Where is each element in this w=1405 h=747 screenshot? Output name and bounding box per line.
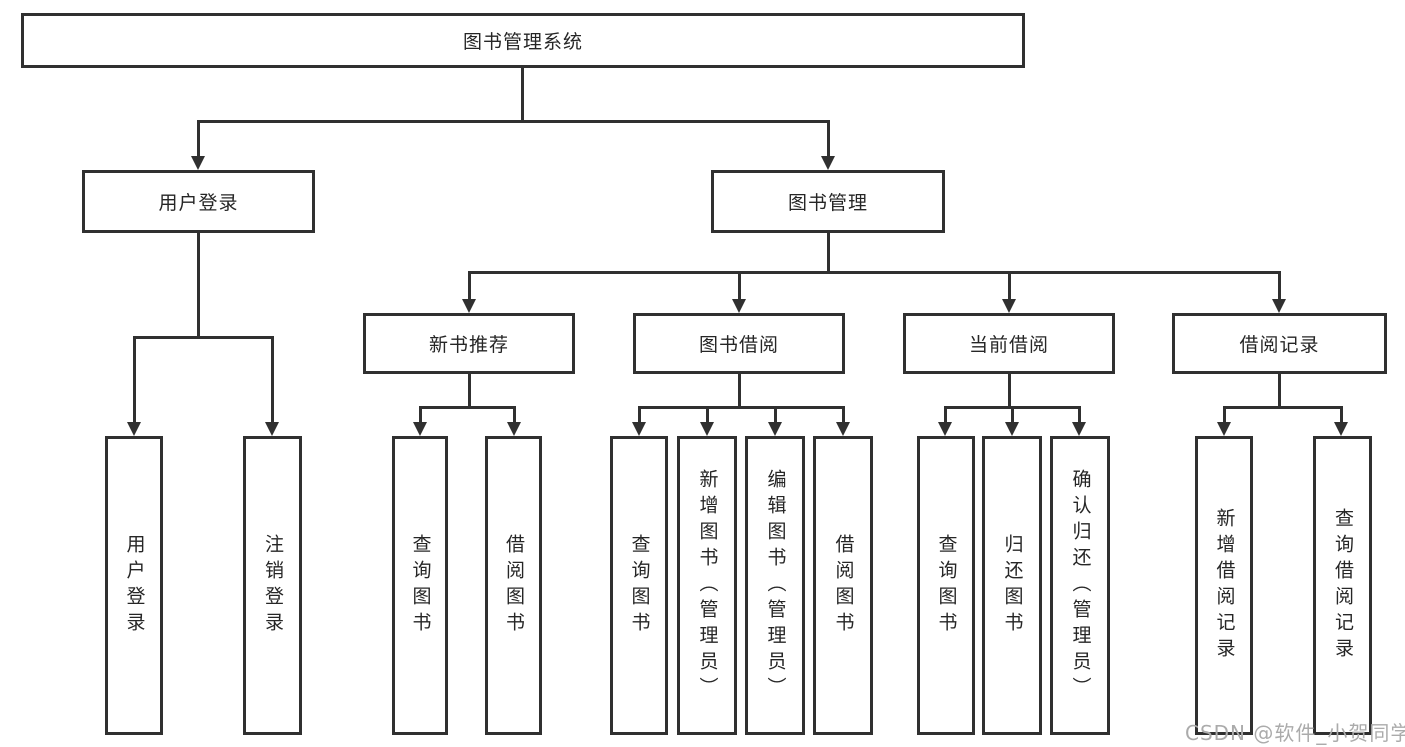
- connector-drop-cb-confirm: [1078, 406, 1081, 422]
- connector-user-login-bus: [133, 336, 273, 339]
- arrowhead-leaf-logout: [265, 422, 279, 436]
- connector-drop-nb-query: [419, 406, 422, 422]
- node-label: 用户登录: [158, 192, 239, 214]
- leaf-bb-add-books-admin: 新增图书（管理员）: [677, 436, 737, 735]
- leaf-br-add-record: 新增借阅记录: [1195, 436, 1253, 735]
- leaf-bb-borrow-books: 借阅图书: [813, 436, 873, 735]
- connector-drop-cb-query: [944, 406, 947, 422]
- connector-book-borrow-bus: [638, 406, 845, 409]
- node-borrow-records: 借阅记录: [1172, 313, 1387, 374]
- leaf-label: 新增借阅记录: [1213, 507, 1236, 664]
- node-book-management: 图书管理: [711, 170, 945, 233]
- leaf-label: 查询借阅记录: [1331, 507, 1354, 664]
- leaf-label: 查询图书: [628, 533, 651, 638]
- arrowhead-borrow-record: [1272, 299, 1286, 313]
- leaf-label: 借阅图书: [832, 533, 855, 638]
- arrowhead-new-book: [462, 299, 476, 313]
- arrowhead-bb-query: [632, 422, 646, 436]
- connector-drop-br-query: [1340, 406, 1343, 422]
- arrowhead-br-query: [1334, 422, 1348, 436]
- leaf-logout: 注销登录: [243, 436, 302, 735]
- connector-drop-borrow-record: [1278, 271, 1281, 299]
- connector-drop-bb-query: [638, 406, 641, 422]
- node-label: 新书推荐: [428, 334, 509, 356]
- leaf-cb-query-books: 查询图书: [917, 436, 975, 735]
- node-label: 图书借阅: [698, 334, 779, 356]
- leaf-nb-borrow-books: 借阅图书: [485, 436, 542, 735]
- node-label: 图书管理: [787, 192, 868, 214]
- leaf-label: 注销登录: [261, 533, 284, 638]
- leaf-label: 用户登录: [123, 533, 146, 638]
- leaf-br-query-record: 查询借阅记录: [1313, 436, 1372, 735]
- connector-drop-book-borrow: [738, 271, 741, 299]
- connector-drop-cb-return: [1011, 406, 1014, 422]
- node-label: 当前借阅: [968, 334, 1049, 356]
- leaf-bb-query-books: 查询图书: [610, 436, 668, 735]
- connector-book-borrow-stem: [738, 374, 741, 406]
- arrowhead-book-management: [821, 156, 835, 170]
- arrowhead-cb-confirm: [1072, 422, 1086, 436]
- leaf-bb-edit-books-admin: 编辑图书（管理员）: [745, 436, 805, 735]
- connector-new-book-stem: [468, 374, 471, 406]
- arrowhead-book-borrow: [732, 299, 746, 313]
- connector-borrow-record-bus: [1223, 406, 1343, 409]
- leaf-label: 归还图书: [1001, 533, 1024, 638]
- leaf-cb-confirm-return-admin: 确认归还（管理员）: [1050, 436, 1110, 735]
- leaf-label: 确认归还（管理员）: [1069, 468, 1092, 703]
- node-book-borrow: 图书借阅: [633, 313, 845, 374]
- arrowhead-cb-return: [1005, 422, 1019, 436]
- connector-book-management-stem: [827, 233, 830, 271]
- arrowhead-bb-borrow: [836, 422, 850, 436]
- arrowhead-current-borrow: [1002, 299, 1016, 313]
- node-user-login: 用户登录: [82, 170, 315, 233]
- connector-drop-current-borrow: [1008, 271, 1011, 299]
- leaf-label: 新增图书（管理员）: [696, 468, 719, 703]
- arrowhead-user-login: [191, 156, 205, 170]
- connector-root-bus: [197, 120, 830, 123]
- csdn-watermark: CSDN @软件_小贺同学: [1185, 721, 1405, 745]
- leaf-user-login: 用户登录: [105, 436, 163, 735]
- connector-drop-br-add: [1223, 406, 1226, 422]
- arrowhead-cb-query: [938, 422, 952, 436]
- arrowhead-br-add: [1217, 422, 1231, 436]
- leaf-label: 查询图书: [935, 533, 958, 638]
- connector-drop-bb-add: [706, 406, 709, 422]
- leaf-label: 查询图书: [409, 533, 432, 638]
- node-new-book-recommend: 新书推荐: [363, 313, 575, 374]
- connector-drop-leaf-logout: [271, 336, 274, 422]
- connector-drop-book-management: [827, 120, 830, 156]
- connector-drop-bb-edit: [774, 406, 777, 422]
- connector-root-stem: [521, 68, 524, 120]
- connector-drop-bb-borrow: [842, 406, 845, 422]
- arrowhead-leaf-login: [127, 422, 141, 436]
- leaf-label: 编辑图书（管理员）: [764, 468, 787, 703]
- leaf-nb-query-books: 查询图书: [392, 436, 448, 735]
- node-label: 借阅记录: [1239, 334, 1320, 356]
- leaf-cb-return-books: 归还图书: [982, 436, 1042, 735]
- connector-drop-nb-borrow: [513, 406, 516, 422]
- node-label: 图书管理系统: [462, 31, 583, 53]
- connector-drop-leaf-login: [133, 336, 136, 422]
- connector-level3-bus: [468, 271, 1281, 274]
- connector-user-login-stem: [197, 233, 200, 336]
- connector-drop-new-book: [468, 271, 471, 299]
- arrowhead-bb-add: [700, 422, 714, 436]
- node-current-borrow: 当前借阅: [903, 313, 1115, 374]
- connector-new-book-bus: [419, 406, 516, 409]
- connector-drop-user-login: [197, 120, 200, 156]
- node-library-management-system: 图书管理系统: [21, 13, 1025, 68]
- arrowhead-nb-borrow: [507, 422, 521, 436]
- arrowhead-nb-query: [413, 422, 427, 436]
- connector-borrow-record-stem: [1278, 374, 1281, 406]
- connector-current-borrow-stem: [1008, 374, 1011, 406]
- arrowhead-bb-edit: [768, 422, 782, 436]
- leaf-label: 借阅图书: [502, 533, 525, 638]
